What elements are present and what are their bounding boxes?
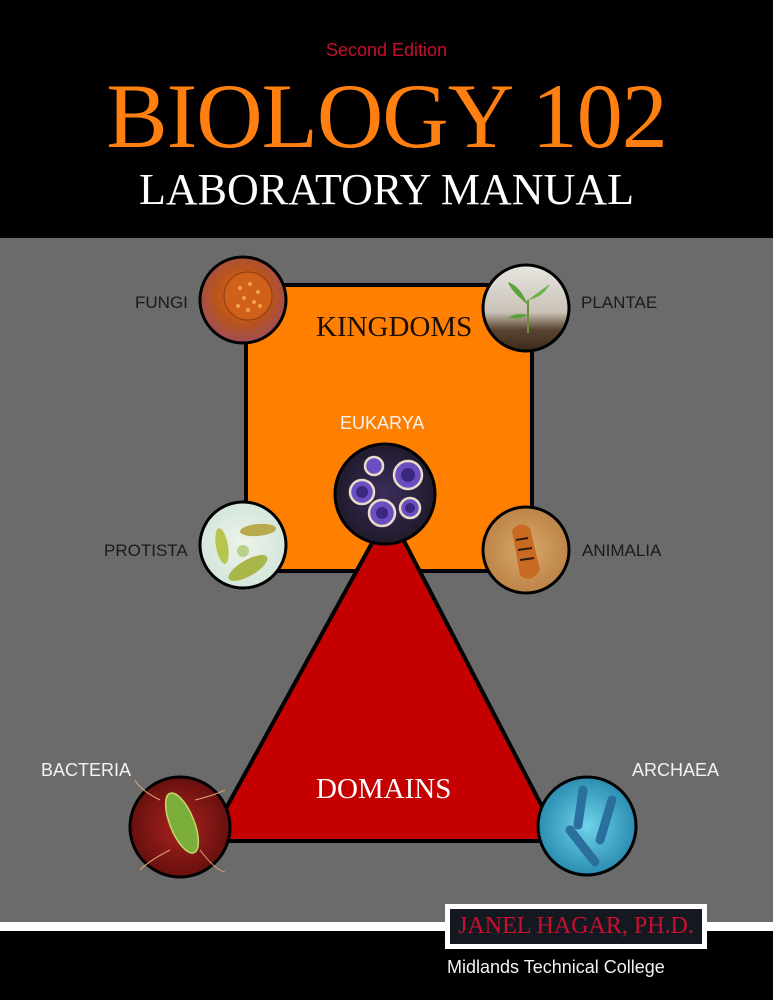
archaea-image <box>536 775 638 877</box>
animalia-label: ANIMALIA <box>582 541 662 560</box>
bacteria-image <box>128 775 232 879</box>
book-title: BIOLOGY 102 <box>106 65 668 167</box>
plantae-label: PLANTAE <box>581 293 658 312</box>
cover-header: Second Edition BIOLOGY 102 LABORATORY MA… <box>0 0 773 238</box>
plantae-image <box>481 263 571 353</box>
kingdoms-label: KINGDOMS <box>316 311 473 343</box>
animalia-image <box>481 505 571 595</box>
fungi-image <box>198 255 288 345</box>
edition-label: Second Edition <box>325 40 448 60</box>
institution-name: Midlands Technical College <box>447 957 665 977</box>
domains-label: DOMAINS <box>316 773 452 805</box>
fungi-label: FUNGI <box>135 293 188 312</box>
author-name: JANEL HAGAR, PH.D. <box>450 909 702 944</box>
book-subtitle: LABORATORY MANUAL <box>138 165 635 214</box>
protista-image <box>198 500 288 590</box>
eukarya-image <box>333 442 437 546</box>
eukarya-label: EUKARYA <box>340 413 425 433</box>
domains-triangle <box>206 510 562 843</box>
author-box: JANEL HAGAR, PH.D. <box>445 904 707 949</box>
protista-label: PROTISTA <box>104 541 188 560</box>
divider-stripe <box>0 922 773 931</box>
archaea-label: ARCHAEA <box>632 760 720 780</box>
bacteria-label: BACTERIA <box>41 760 132 780</box>
